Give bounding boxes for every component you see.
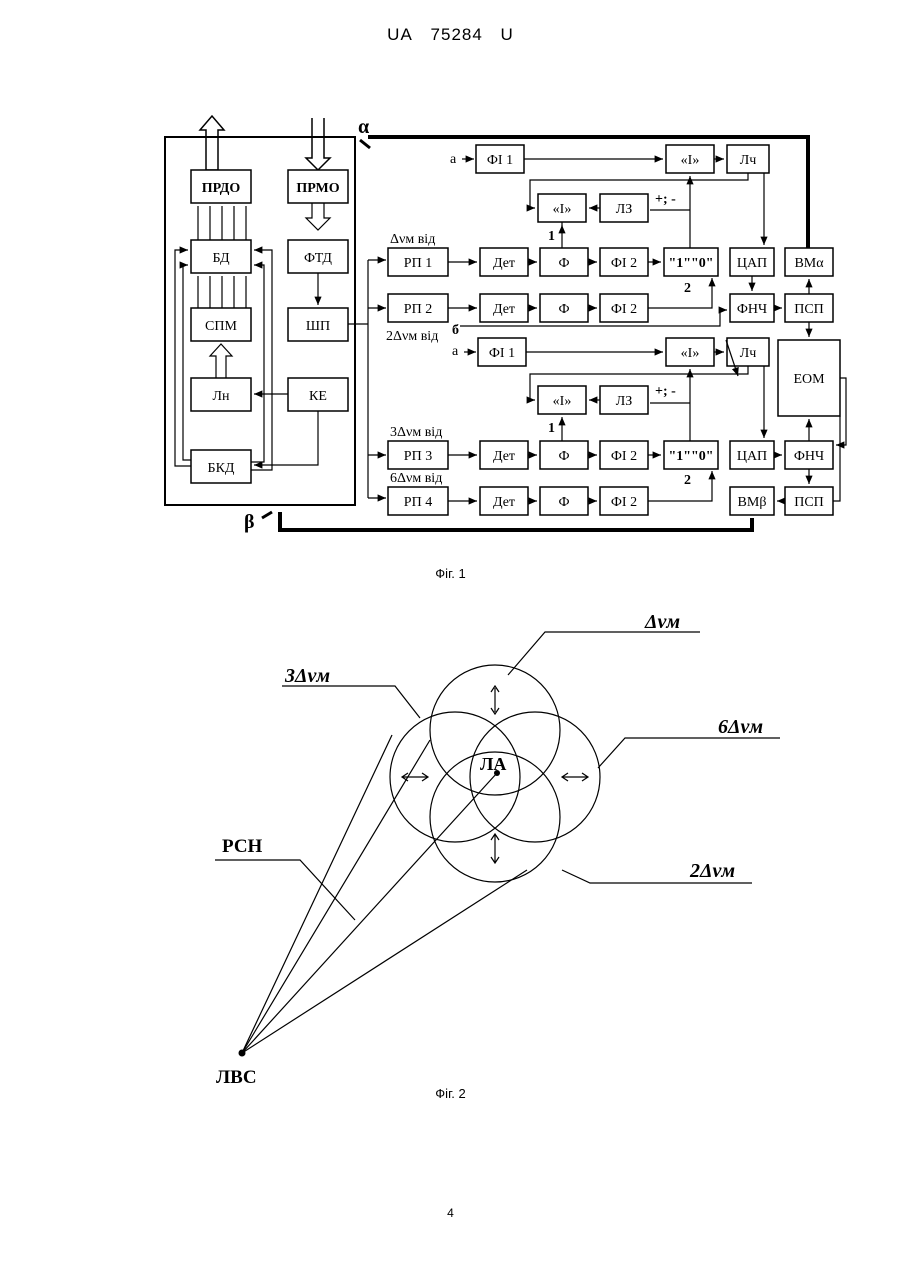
rp3-box-label: РП 3 <box>404 449 432 464</box>
bottom-lz-label: ЛЗ <box>616 394 633 409</box>
top-pm-label: +; - <box>655 192 676 207</box>
top-lch-label: Лч <box>740 153 757 168</box>
figure-2-diagram: Δνм 3Δνм 6Δνм 2Δνм ЛА РСН ЛВС <box>215 611 780 1088</box>
rp3-label: 3Δνм від <box>390 425 442 440</box>
bottom-fi2-label: ФІ 2 <box>611 449 637 464</box>
top-fi1-label: ФІ 1 <box>487 153 513 168</box>
bottom-pm-label: +; - <box>655 384 676 399</box>
rp2-label: 2Δνм від <box>386 329 438 344</box>
bottom-and2-label: «І» <box>553 394 572 409</box>
top-fnch-label: ФНЧ <box>737 302 767 317</box>
eom-label: ЕОМ <box>793 372 825 387</box>
vmb-label: ВМβ <box>738 495 767 510</box>
dvm3-label: 3Δνм <box>284 665 330 687</box>
bottom-and-label: «І» <box>681 346 700 361</box>
bottom-a-label: а <box>452 344 459 359</box>
lvs-label: ЛВС <box>216 1067 257 1088</box>
top-cap-label: ЦАП <box>737 256 767 271</box>
figure-2-caption: Фіг. 2 <box>0 1086 901 1101</box>
bottom-psp-label: ПСП <box>794 495 824 510</box>
figure-1-caption: Фіг. 1 <box>0 566 901 581</box>
top-b-label: б <box>452 323 459 338</box>
bd-label: БД <box>212 251 230 266</box>
ftd-label: ФТД <box>304 251 332 266</box>
top-lz-label: ЛЗ <box>616 202 633 217</box>
prmo-label: ПРМО <box>296 181 339 196</box>
bottom-det2-label: Дет <box>493 495 515 510</box>
dvm6-label: 6Δνм <box>718 716 763 738</box>
bottom-n1-label: 1 <box>548 421 555 436</box>
vma-label: ВМα <box>794 256 824 271</box>
top-fi2b-label: ФІ 2 <box>611 302 637 317</box>
top-n2-label: 2 <box>684 281 691 296</box>
rp2-box-label: РП 2 <box>404 302 432 317</box>
bottom-trigger-label: "1""0" <box>668 449 713 464</box>
bottom-fi2b-label: ФІ 2 <box>611 495 637 510</box>
bottom-det1-label: Дет <box>493 449 515 464</box>
top-f2-label: Ф <box>558 302 569 317</box>
spm-label: СПМ <box>205 319 237 334</box>
top-n1-label: 1 <box>548 229 555 244</box>
bottom-f1-label: Ф <box>558 449 569 464</box>
rsn-label: РСН <box>222 836 263 857</box>
top-trigger-label: "1""0" <box>668 256 713 271</box>
dvm-label: Δνм <box>644 611 680 633</box>
bottom-n2-label: 2 <box>684 473 691 488</box>
top-fi2-label: ФІ 2 <box>611 256 637 271</box>
la-label: ЛА <box>480 754 506 774</box>
rp1-box-label: РП 1 <box>404 256 432 271</box>
top-f1-label: Ф <box>558 256 569 271</box>
top-psp-label: ПСП <box>794 302 824 317</box>
bottom-fnch-label: ФНЧ <box>794 449 824 464</box>
ln-label: Лн <box>213 389 230 404</box>
shp-label: ШП <box>306 319 330 334</box>
ke-label: КЕ <box>309 389 327 404</box>
page-number: 4 <box>0 1206 901 1220</box>
top-a-label: а <box>450 152 457 167</box>
bottom-fi1-label: ФІ 1 <box>489 346 515 361</box>
rp4-box-label: РП 4 <box>404 495 432 510</box>
dvm2-label: 2Δνм <box>689 860 735 882</box>
bottom-cap-label: ЦАП <box>737 449 767 464</box>
top-and-label: «І» <box>681 153 700 168</box>
prdo-label: ПРДО <box>202 181 241 196</box>
alpha-label: α <box>358 116 369 138</box>
rp4-label: 6Δνм від <box>390 471 442 486</box>
bottom-f2-label: Ф <box>558 495 569 510</box>
rp1-label: Δνм від <box>390 232 435 247</box>
top-det2-label: Дет <box>493 302 515 317</box>
beta-label: β <box>244 511 255 533</box>
top-det1-label: Дет <box>493 256 515 271</box>
bkd-label: БКД <box>208 461 235 476</box>
top-and2-label: «І» <box>553 202 572 217</box>
bottom-lch-label: Лч <box>740 346 757 361</box>
